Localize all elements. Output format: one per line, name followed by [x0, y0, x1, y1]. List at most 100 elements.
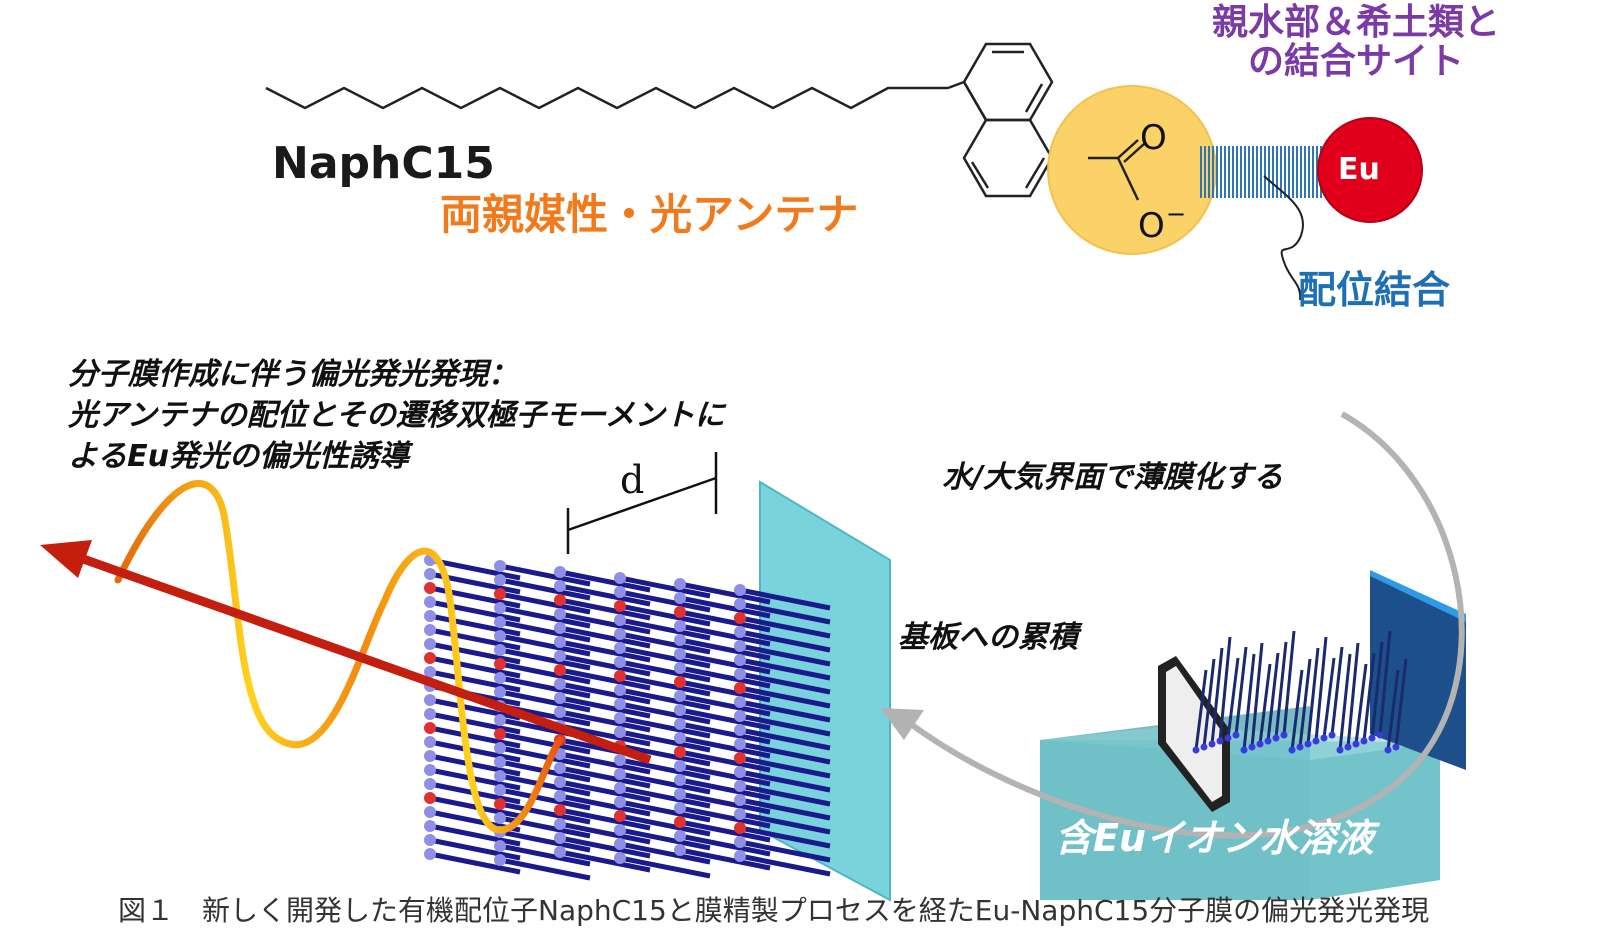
film-rod: [559, 849, 651, 873]
film-headgroup: [614, 572, 626, 584]
film-rod: [619, 743, 711, 767]
film-headgroup: [494, 616, 506, 628]
film-headgroup: [494, 714, 506, 726]
film-rod: [499, 661, 591, 685]
trough-barrier-face: [1166, 666, 1222, 802]
film-headgroup: [674, 620, 686, 632]
film-headgroup: [734, 640, 746, 652]
film-rod: [739, 825, 831, 849]
film-rod: [429, 613, 521, 637]
film-headgroup: [424, 778, 436, 790]
film-headgroup: [554, 608, 566, 620]
surface-headgroup: [1344, 743, 1352, 751]
film-rod: [429, 697, 521, 721]
surface-headgroup: [1376, 731, 1384, 739]
surface-headgroup: [1256, 740, 1264, 748]
film-headgroup: [674, 718, 686, 730]
film-rod: [559, 667, 651, 691]
film-headgroup: [614, 838, 626, 850]
film-headgroup: [674, 634, 686, 646]
film-headgroup: [554, 678, 566, 690]
film-rod: [739, 601, 831, 625]
transfer-arrow: [906, 411, 1465, 839]
film-rod: [559, 835, 651, 859]
carboxylate-bonds: [1088, 139, 1145, 201]
film-rod: [619, 589, 711, 613]
surface-rod: [1290, 669, 1304, 751]
film-headgroup: [674, 662, 686, 674]
film-headgroup: [614, 614, 626, 626]
film-headgroup: [424, 666, 436, 678]
film-headgroup: [424, 694, 436, 706]
film-headgroup: [614, 852, 626, 864]
film-rod: [679, 637, 771, 661]
film-headgroup: [674, 788, 686, 800]
film-rod: [739, 755, 831, 779]
description-line2: 光アンテナの配位とその遷移双極子モーメントに: [68, 398, 725, 434]
film-headgroup: [614, 698, 626, 710]
film-rod: [559, 765, 651, 789]
film-headgroup: [614, 670, 626, 682]
surface-rod: [1386, 669, 1400, 751]
film-headgroup: [674, 774, 686, 786]
film-headgroup: [494, 812, 506, 824]
film-headgroup: [424, 750, 436, 762]
film-rod: [679, 721, 771, 745]
film-rod: [619, 575, 711, 599]
film-headgroup: [734, 668, 746, 680]
film-headgroup: [734, 682, 746, 694]
film-headgroup: [554, 580, 566, 592]
ligand-name: NaphC15: [272, 138, 495, 189]
surface-rod: [1298, 658, 1312, 748]
film-rod: [429, 557, 521, 581]
film-headgroup: [734, 780, 746, 792]
surface-rod: [1330, 646, 1344, 736]
film-rod: [679, 595, 771, 619]
surface-rod: [1354, 663, 1368, 745]
film-headgroup: [424, 568, 436, 580]
film-rod: [679, 665, 771, 689]
surface-headgroup: [1264, 737, 1272, 745]
film-headgroup: [424, 708, 436, 720]
film-rod: [619, 645, 711, 669]
coordination-bond: [1200, 146, 1324, 198]
film-headgroup: [424, 806, 436, 818]
film-rod: [739, 685, 831, 709]
film-headgroup: [734, 850, 746, 862]
film-headgroup: [554, 594, 566, 606]
film-headgroup: [734, 766, 746, 778]
film-rod: [739, 769, 831, 793]
film-headgroup: [674, 760, 686, 772]
surface-rod: [1218, 636, 1232, 742]
film-headgroup: [734, 822, 746, 834]
film-headgroup: [494, 574, 506, 586]
film-headgroup: [494, 728, 506, 740]
film-headgroup: [674, 592, 686, 604]
surface-rod: [1250, 642, 1264, 748]
film-rod: [619, 617, 711, 641]
figure-caption: 図１ 新しく開発した有機配位子NaphC15と膜精製プロセスを経たEu-Naph…: [118, 894, 1430, 927]
film-rod: [559, 807, 651, 831]
film-rod: [619, 841, 711, 865]
surface-rod: [1282, 630, 1296, 736]
film-rod: [679, 581, 771, 605]
film-rod: [559, 695, 651, 719]
film-headgroup: [614, 712, 626, 724]
film-rod: [679, 777, 771, 801]
film-rod: [429, 627, 521, 651]
film-headgroup: [614, 726, 626, 738]
film-rod: [429, 739, 521, 763]
film-headgroup: [674, 648, 686, 660]
coordination-label: 配位結合: [1298, 268, 1451, 312]
oxygen-charge: −: [1166, 200, 1187, 228]
surface-rod: [1242, 653, 1256, 751]
film-headgroup: [554, 846, 566, 858]
film-headgroup: [554, 566, 566, 578]
surface-headgroup: [1352, 740, 1360, 748]
film-rod: [619, 771, 711, 795]
film-rod: [679, 651, 771, 675]
surface-headgroup: [1296, 743, 1304, 751]
film-headgroup: [674, 816, 686, 828]
film-rod: [619, 673, 711, 697]
film-headgroup: [424, 834, 436, 846]
